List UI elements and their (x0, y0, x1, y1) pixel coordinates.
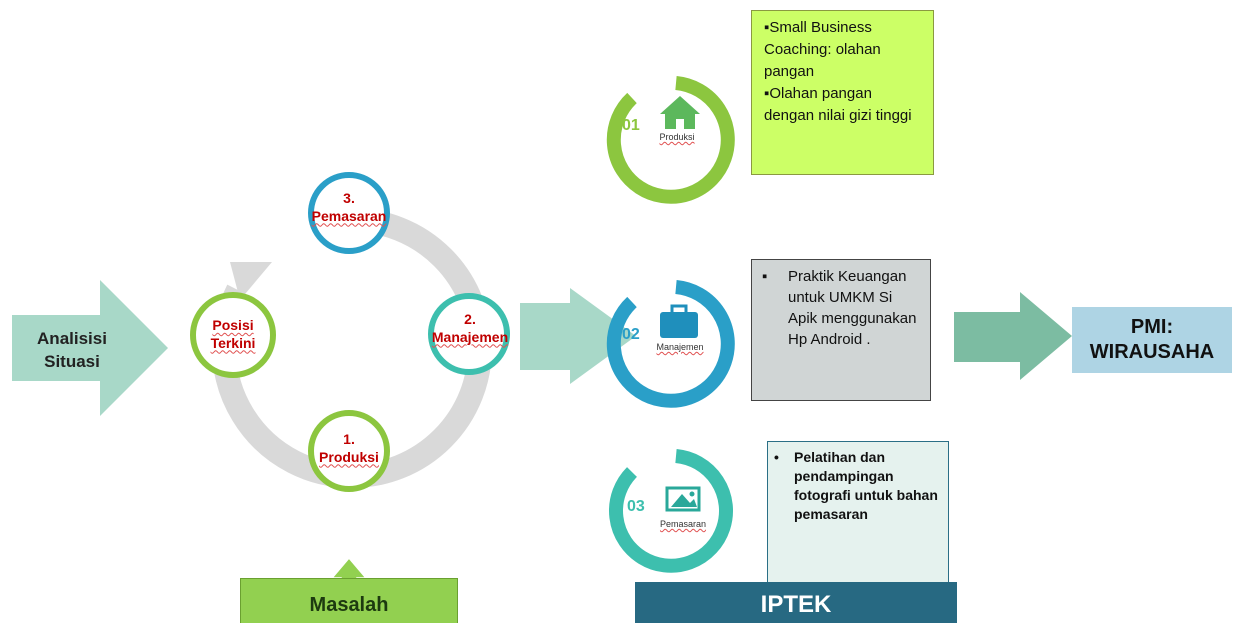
pemasaran-num: 3. (343, 190, 355, 206)
produksi-item-2: ▪Olahan pangan dengan nilai gizi tinggi (764, 85, 912, 124)
ring-02-label: Manajemen (656, 342, 704, 352)
home-icon (660, 96, 700, 129)
briefcase-icon (660, 304, 698, 338)
cycle-arrowhead (230, 262, 272, 300)
manajemen-box: ▪ Praktik Keuangan untuk UMKM Si Apik me… (751, 259, 931, 401)
produksi-item-1: ▪Small Business Coaching: olahan pangan (764, 19, 881, 80)
manajemen-label: 2. Manajemen (420, 311, 520, 346)
pemasaran-label: 3. Pemasaran (296, 190, 402, 225)
iptek-label: IPTEK (760, 591, 832, 618)
pemasaran-box: • Pelatihan dan pendampingan fotografi u… (767, 441, 949, 583)
ring-03 (609, 449, 733, 573)
produksi-box: ▪Small Business Coaching: olahan pangan … (751, 10, 934, 175)
output-box: PMI: WIRAUSAHA (1072, 307, 1232, 373)
image-icon (665, 486, 701, 512)
ring-02 (606, 280, 735, 408)
analysis-label: Analisisi Situasi (22, 327, 122, 373)
manajemen-circle (428, 293, 510, 375)
manajemen-text: Manajemen (431, 328, 509, 345)
produksi-text: Produksi (319, 448, 379, 465)
ring-01 (606, 76, 735, 204)
produksi-label: 1. Produksi (300, 431, 398, 466)
pemasaran-item-1: • Pelatihan dan pendampingan fotografi u… (774, 449, 938, 522)
output-line2: WIRAUSAHA (1089, 341, 1215, 363)
iptek-box: IPTEK (635, 582, 957, 623)
posisi-circle (190, 292, 276, 378)
masalah-label: Masalah (309, 594, 389, 616)
output-line1: PMI: (1130, 316, 1174, 338)
pemasaran-circle (308, 172, 390, 254)
ring-01-label: Produksi (659, 132, 695, 142)
analysis-arrow (12, 280, 168, 416)
ring-03-number: 03 (627, 498, 645, 515)
posisi-line2: Terkini (210, 334, 256, 351)
posisi-line1: Posisi (212, 317, 254, 333)
manajemen-num: 2. (464, 311, 476, 327)
masalah-box: Masalah (240, 578, 458, 623)
produksi-num: 1. (343, 431, 355, 447)
pemasaran-text: Pemasaran (311, 207, 387, 224)
posisi-label: Posisi Terkini (193, 317, 273, 352)
analysis-label-line1: Analisisi (37, 329, 107, 348)
produksi-circle (308, 410, 390, 492)
output-arrow (954, 292, 1072, 380)
middle-arrow (520, 288, 636, 384)
ring-03-label: Pemasaran (659, 519, 707, 529)
ring-01-number: 01 (622, 117, 640, 134)
ring-02-number: 02 (622, 326, 640, 343)
analysis-label-line2: Situasi (44, 352, 100, 371)
manajemen-item-1: ▪ Praktik Keuangan untuk UMKM Si Apik me… (762, 268, 917, 348)
